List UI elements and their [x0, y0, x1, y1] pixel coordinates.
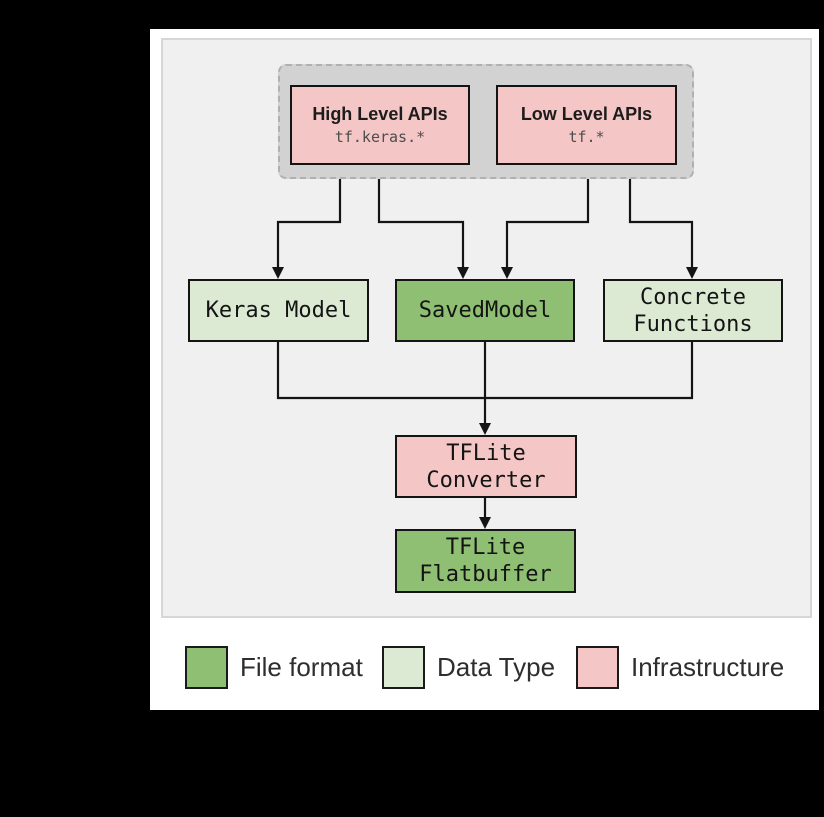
- legend-swatch-infrastructure: [576, 646, 619, 689]
- node-label-line2: Converter: [426, 467, 546, 493]
- node-label-line1: TFLite: [446, 440, 526, 466]
- legend-swatch-data-type: [382, 646, 425, 689]
- legend-swatch-file-format: [185, 646, 228, 689]
- node-label: Keras Model: [205, 298, 352, 323]
- legend-label: Data Type: [437, 652, 556, 682]
- figure-panel: High Level APIs tf.keras.* Low Level API…: [150, 29, 819, 710]
- node-concrete-functions: Concrete Functions: [603, 279, 783, 342]
- node-tflite-flatbuffer: TFLite Flatbuffer: [395, 529, 576, 593]
- node-label-line2: Functions: [633, 311, 753, 337]
- legend-label: Infrastructure: [631, 652, 785, 682]
- node-low-level-apis: Low Level APIs tf.*: [496, 85, 677, 165]
- legend-item-infrastructure: Infrastructure: [576, 646, 784, 689]
- node-title: Low Level APIs: [520, 104, 653, 124]
- legend-item-data-type: Data Type: [382, 646, 555, 689]
- node-code-label: tf.keras.*: [334, 128, 426, 146]
- flow-diagram-canvas: High Level APIs tf.keras.* Low Level API…: [161, 38, 812, 618]
- node-code-label: tf.*: [568, 128, 605, 146]
- node-title: High Level APIs: [312, 104, 448, 124]
- node-label-line2: Flatbuffer: [419, 562, 552, 587]
- legend-item-file-format: File format: [185, 646, 363, 689]
- node-tflite-converter: TFLite Converter: [395, 435, 577, 498]
- node-label-line1: Concrete: [640, 284, 746, 310]
- legend-label: File format: [240, 652, 363, 682]
- node-high-level-apis: High Level APIs tf.keras.*: [290, 85, 470, 165]
- node-keras-model: Keras Model: [188, 279, 369, 342]
- node-saved-model: SavedModel: [395, 279, 575, 342]
- node-label-line1: TFLite: [445, 535, 526, 560]
- node-label: SavedModel: [418, 298, 552, 323]
